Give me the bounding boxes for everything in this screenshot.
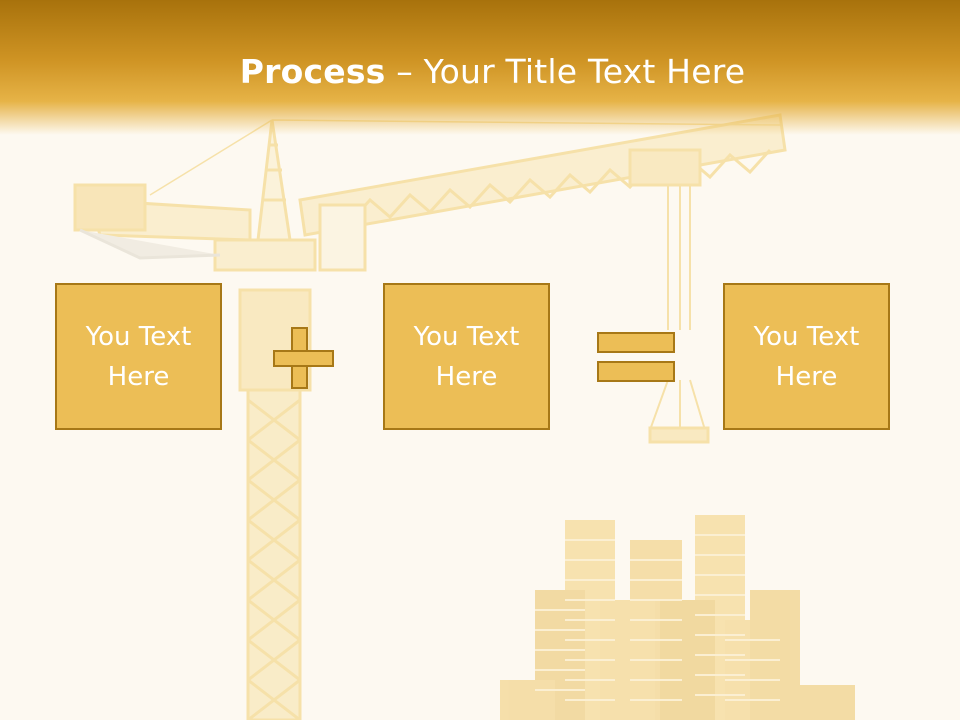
process-box-2-text: You Text Here (413, 321, 520, 392)
process-box-3-text: You Text Here (753, 321, 860, 392)
slide-title: Process – Your Title Text Here (0, 52, 960, 91)
process-box-1[interactable]: You Text Here (55, 283, 222, 430)
title-rest: – Your Title Text Here (385, 52, 746, 91)
process-box-3[interactable]: You Text Here (723, 283, 890, 430)
header-band (0, 0, 960, 135)
process-box-1-text: You Text Here (85, 321, 192, 392)
process-box-2[interactable]: You Text Here (383, 283, 550, 430)
title-bold: Process (239, 52, 386, 91)
